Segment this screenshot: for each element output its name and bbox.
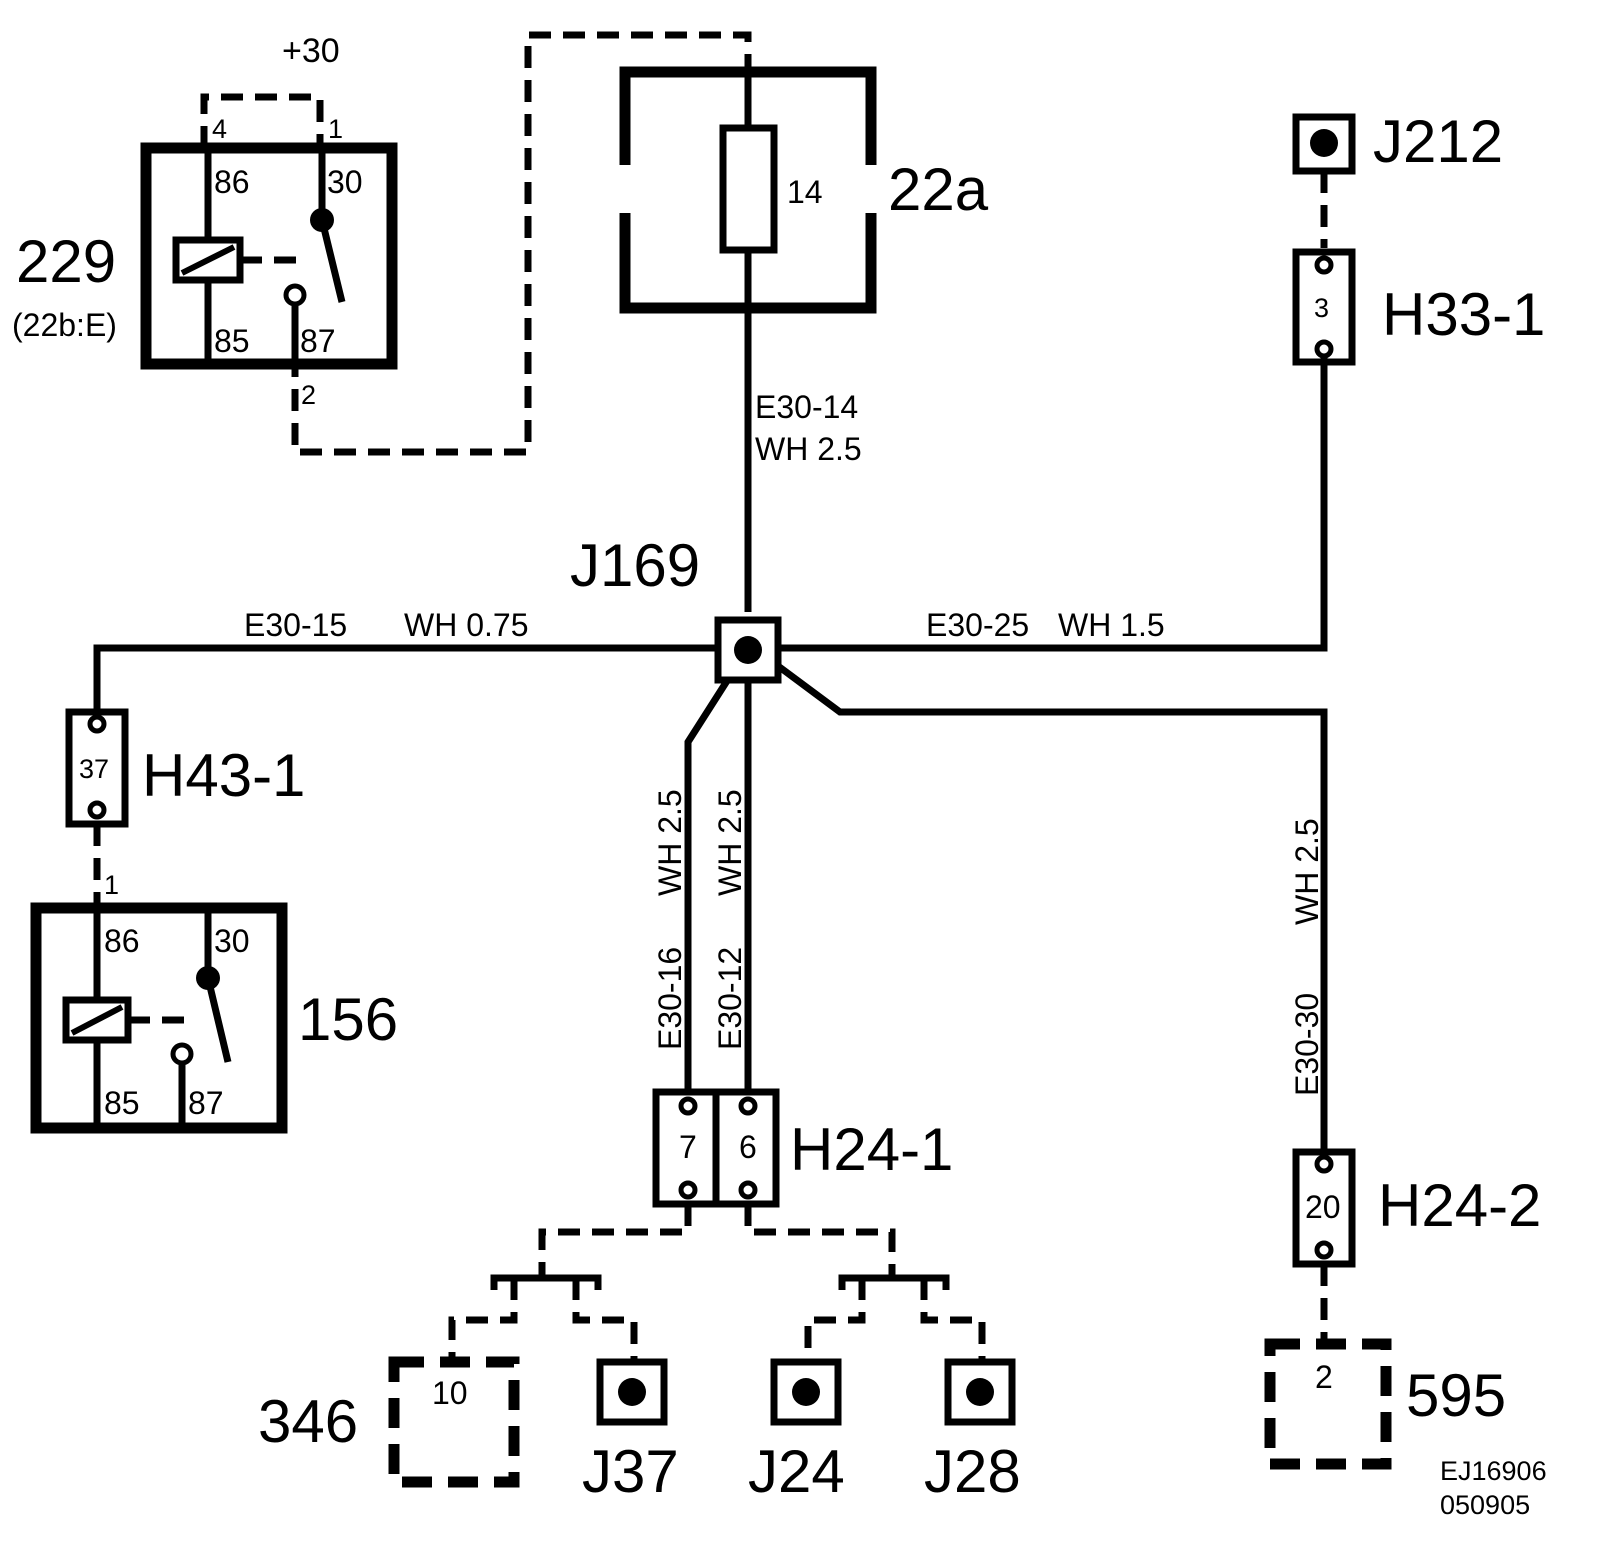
junction-j212-dot — [1310, 129, 1338, 157]
h24-2-branch: 20 H24-2 2 595 — [1264, 1148, 1541, 1470]
junction-j169-label: J169 — [570, 532, 700, 599]
wire-e30-16-spec: WH 2.5 — [652, 789, 688, 896]
junction-j37-label: J37 — [582, 1438, 679, 1505]
h43-1-pin-bottom — [87, 800, 107, 820]
h24-2-pin-label: 20 — [1305, 1189, 1341, 1225]
junction-j24-label: J24 — [748, 1438, 845, 1505]
relay-229-pin-85: 85 — [214, 323, 250, 359]
h24-1-branch: 7 6 H24-1 10 346 J37 J24 J28 — [258, 1088, 1021, 1505]
junction-j24-box — [770, 1358, 842, 1426]
component-346-label: 346 — [258, 1388, 358, 1455]
junction-j24-dot — [792, 1378, 820, 1406]
splice-left — [490, 1274, 602, 1290]
h24-1-pin7-label: 7 — [679, 1129, 697, 1165]
component-346-pin: 10 — [432, 1375, 468, 1411]
wire-e30-12-code: E30-12 — [712, 947, 748, 1050]
relay-156-pin87-contact — [170, 1042, 194, 1066]
fuse-box-22a: 14 22a E30-14 WH 2.5 — [610, 65, 989, 612]
wire-e30-30 — [767, 657, 1328, 1166]
splice-to-j28 — [920, 1278, 986, 1360]
pin6-dashed-link — [744, 1204, 896, 1278]
h43-relay-156-branch: 37 H43-1 1 86 30 85 87 156 — [30, 708, 398, 1134]
h24-1-pin6-bottom — [738, 1180, 758, 1200]
wire-e30-25-spec: WH 1.5 — [1058, 607, 1165, 643]
h24-1-pin7-bottom — [678, 1180, 698, 1200]
relay-156-pin-85: 85 — [104, 1085, 140, 1121]
relay-229-label: 229 — [16, 228, 116, 295]
splice-to-346 — [448, 1278, 518, 1360]
junction-j169-network: E30-25 WH 1.5 E30-15 WH 0.75 J169 E30-16… — [93, 356, 1328, 1166]
relay-229-pin-2: 2 — [301, 380, 316, 410]
relay-229-pin87-contact — [283, 283, 307, 307]
junction-j169-dot — [734, 636, 762, 664]
wire-e30-15-spec: WH 0.75 — [404, 607, 528, 643]
relay-156-pin-87: 87 — [188, 1085, 224, 1121]
relay-156-label: 156 — [298, 986, 398, 1053]
h33-1-pin-top — [1314, 255, 1334, 275]
h24-1-pin6-top — [738, 1096, 758, 1116]
h24-1-pin6-label: 6 — [739, 1129, 757, 1165]
coil-diagonal — [180, 244, 236, 276]
fuse-box-gap-left — [610, 165, 636, 213]
supply-label: +30 — [282, 32, 340, 70]
wire-e30-30-spec: WH 2.5 — [1289, 818, 1325, 925]
h43-1-pin-label: 37 — [79, 754, 109, 784]
wire-e30-15-code: E30-15 — [244, 607, 347, 643]
h24-2-pin-top — [1314, 1154, 1334, 1174]
fuse-box-gap-right — [860, 165, 886, 213]
wire-e30-30-code: E30-30 — [1289, 993, 1325, 1096]
pin7-dashed-link — [538, 1204, 692, 1278]
connector-h33-1-label: H33-1 — [1382, 281, 1545, 348]
fuse-14 — [719, 124, 778, 254]
relay-229-ref: (22b:E) — [12, 307, 117, 343]
drawing-date: 050905 — [1440, 1490, 1530, 1520]
connector-h24-1-label: H24-1 — [790, 1116, 953, 1183]
relay-229: +30 4 1 86 30 85 87 2 229 (22b:E) — [12, 31, 752, 456]
connector-h24-2-label: H24-2 — [1378, 1172, 1541, 1239]
junction-j28-label: J28 — [924, 1438, 1021, 1505]
drawing-code: EJ16906 — [1440, 1456, 1547, 1486]
wire-e30-25 — [750, 356, 1328, 652]
component-595-pin: 2 — [1315, 1359, 1333, 1395]
relay-156-pin-1: 1 — [104, 870, 119, 900]
fuse-box-label: 22a — [888, 156, 989, 223]
h24-2-pin-bottom — [1314, 1240, 1334, 1260]
relay-229-pin-86: 86 — [214, 164, 250, 200]
wire-e30-14-code: E30-14 — [755, 389, 858, 425]
component-346 — [388, 1356, 520, 1488]
component-595 — [1264, 1338, 1392, 1470]
relay-156-pin-86: 86 — [104, 923, 140, 959]
j212-h33-branch: J212 3 H33-1 — [1292, 108, 1545, 366]
fuse-14-label: 14 — [787, 174, 823, 210]
junction-j37-dot — [618, 1378, 646, 1406]
h33-1-pin-bottom — [1314, 339, 1334, 359]
relay-156-pin-30: 30 — [214, 923, 250, 959]
component-595-label: 595 — [1406, 1362, 1506, 1429]
supply-dashed-link — [200, 93, 324, 148]
relay-156-pivot — [196, 966, 220, 990]
relay-229-pin-4: 4 — [212, 114, 227, 144]
relay-229-pivot — [310, 208, 334, 232]
splice-right — [838, 1274, 950, 1290]
relay-229-output-dashed-link — [291, 31, 752, 456]
h43-1-pin-top — [87, 714, 107, 734]
splice-to-j37 — [572, 1278, 638, 1360]
connector-h43-1-label: H43-1 — [142, 742, 305, 809]
junction-j28-dot — [966, 1378, 994, 1406]
h33-1-pin-label: 3 — [1314, 293, 1329, 323]
wire-e30-12-spec: WH 2.5 — [712, 789, 748, 896]
junction-j212-label: J212 — [1373, 108, 1503, 175]
relay-229-pin-87: 87 — [300, 323, 336, 359]
relay-229-pin-1: 1 — [328, 114, 343, 144]
wire-e30-14-spec: WH 2.5 — [755, 431, 862, 467]
wire-e30-16-code: E30-16 — [652, 947, 688, 1050]
wire-e30-15 — [93, 644, 748, 712]
wire-e30-25-code: E30-25 — [926, 607, 1029, 643]
relay-229-pin-30: 30 — [327, 164, 363, 200]
coil-diagonal — [70, 1004, 124, 1036]
h24-1-pin7-top — [678, 1096, 698, 1116]
splice-to-j24 — [804, 1278, 866, 1360]
